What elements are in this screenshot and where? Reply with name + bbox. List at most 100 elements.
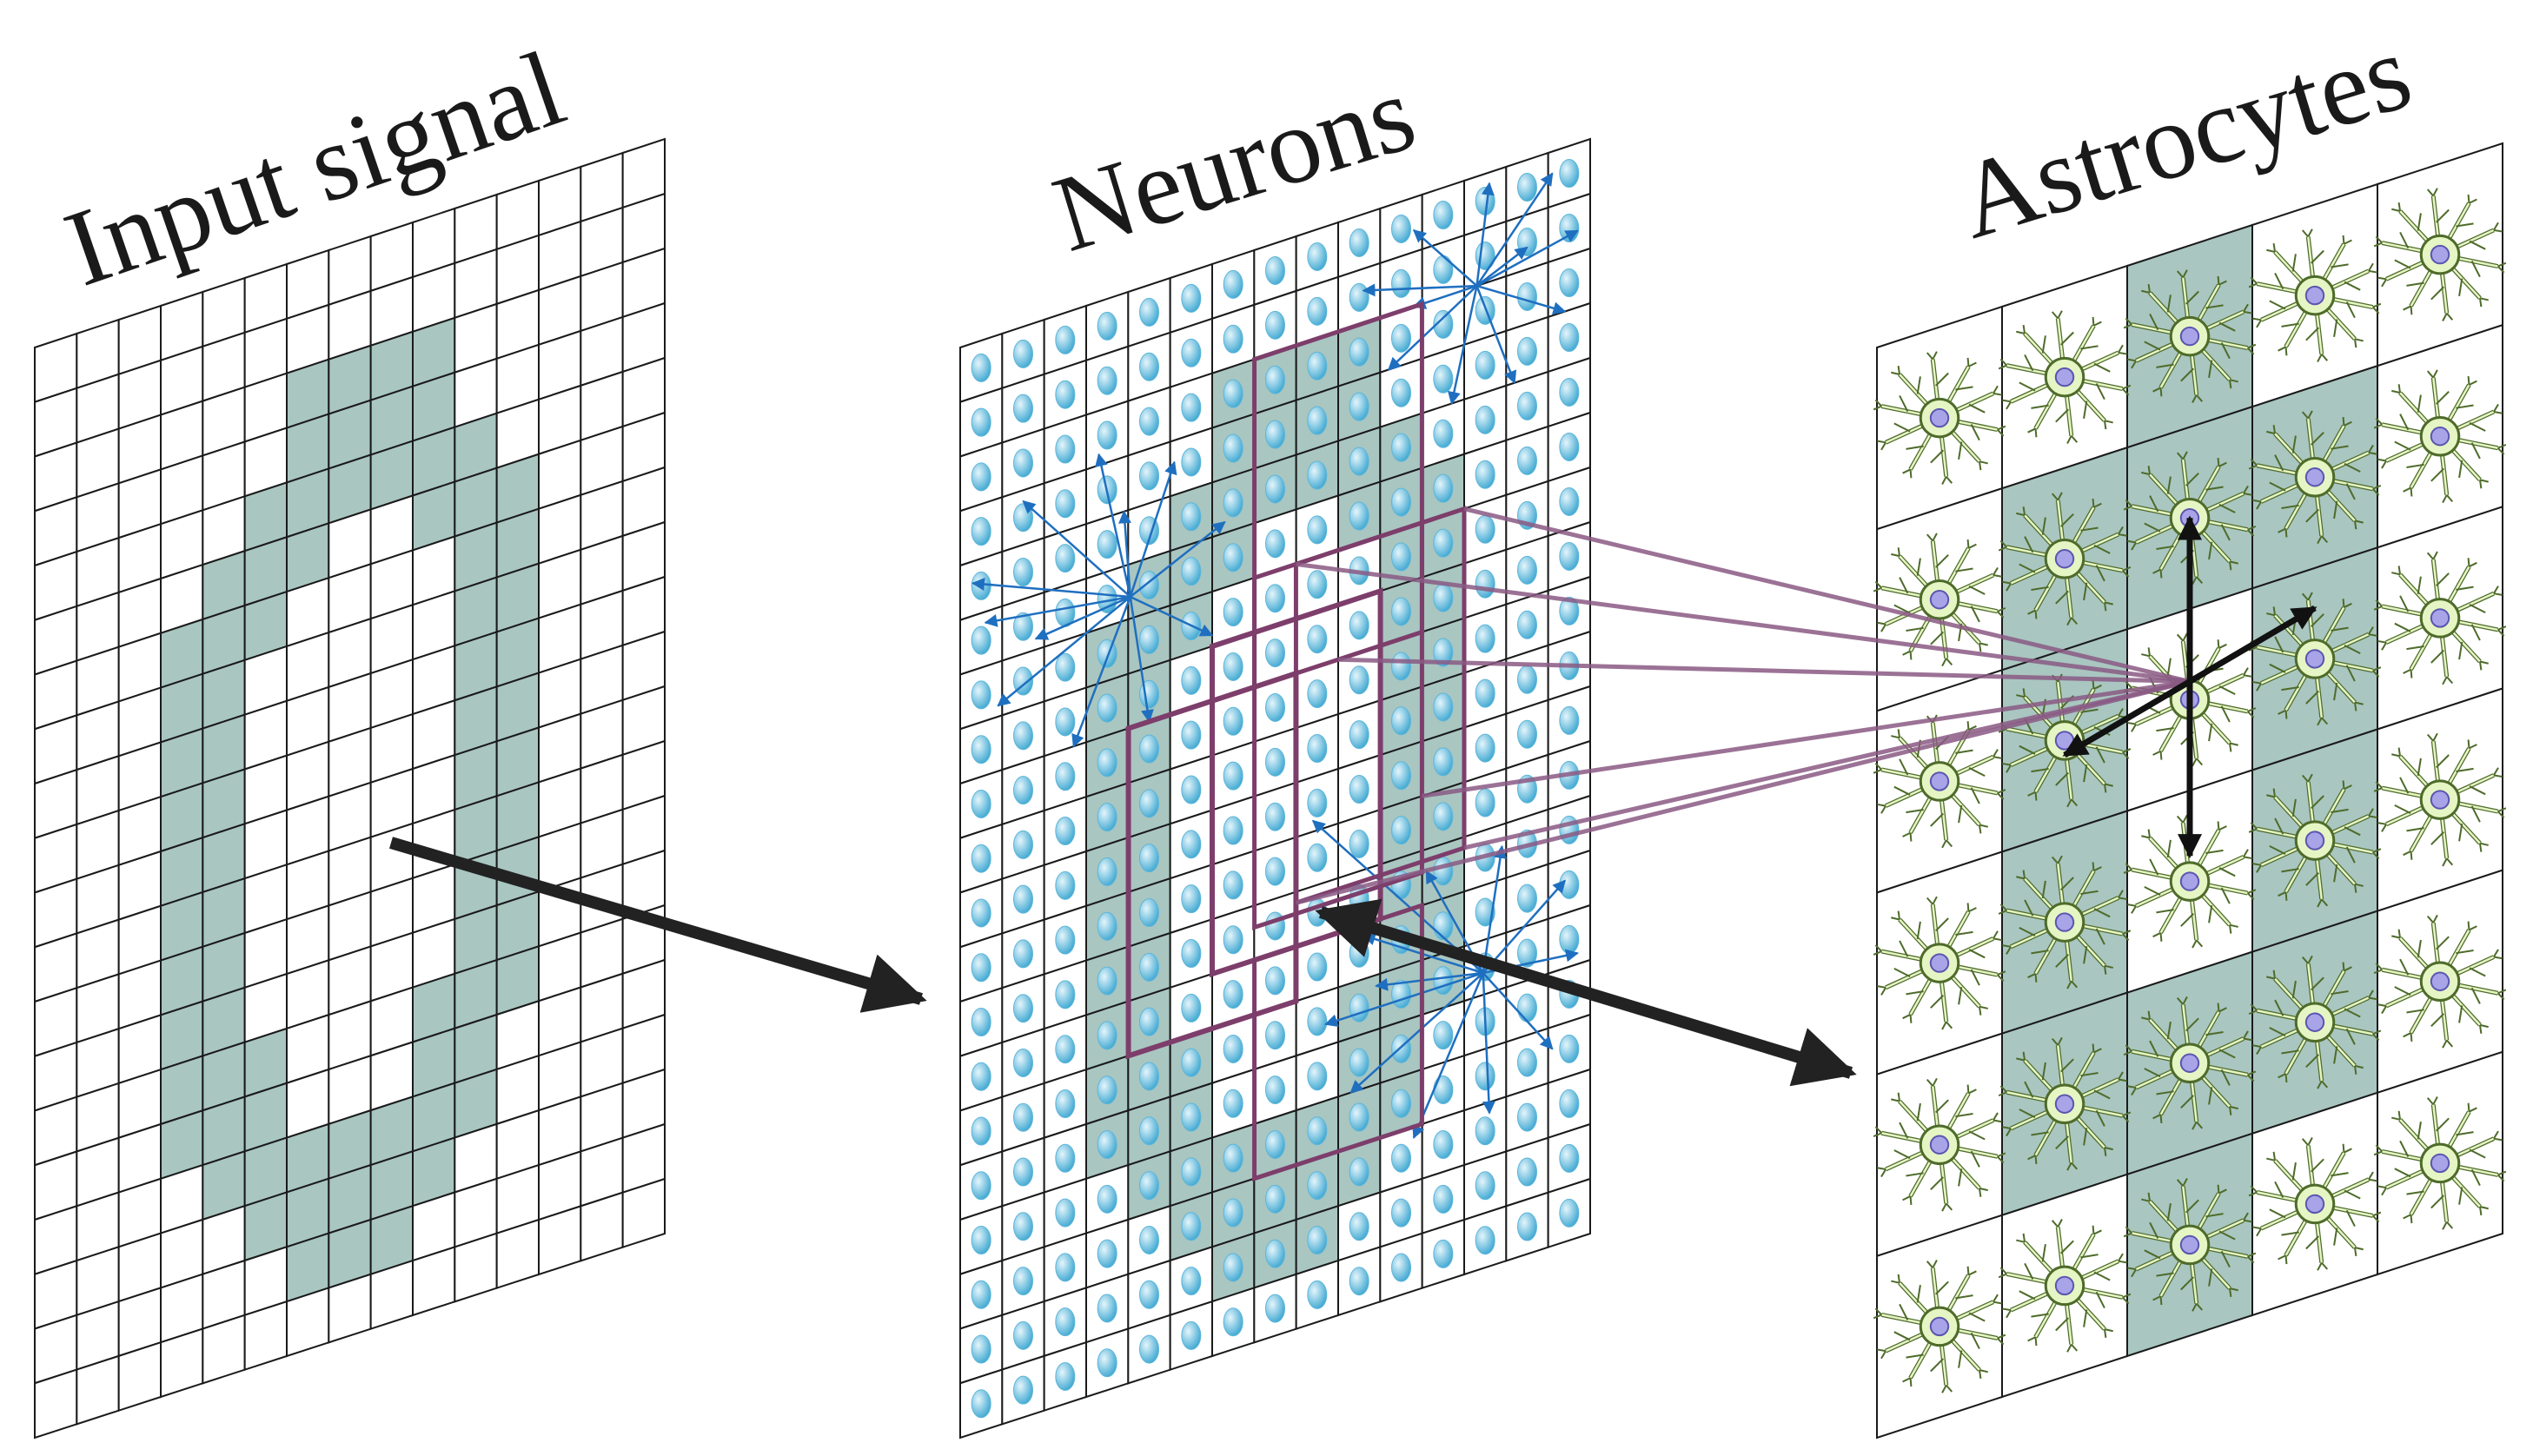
astrocyte-icon xyxy=(2248,228,2382,362)
astrocyte-link-line xyxy=(1422,679,2191,798)
neuron-icon xyxy=(1181,993,1202,1023)
neuron-icon xyxy=(1391,542,1411,572)
neuron-connection-arrow xyxy=(1362,283,1477,297)
neuron-icon xyxy=(1307,1171,1328,1201)
neuron-icon xyxy=(1139,352,1159,381)
astrocyte-icon xyxy=(2248,592,2382,726)
neuron-connection-arrow xyxy=(1071,596,1131,748)
neuron-icon xyxy=(1349,1157,1369,1187)
neuron-icon xyxy=(1265,1021,1285,1050)
neuron-icon xyxy=(1097,911,1117,941)
neuron-icon xyxy=(1265,584,1285,613)
neuron-icon xyxy=(1433,692,1454,722)
neuron-icon xyxy=(1391,816,1411,845)
neuron-icon xyxy=(1097,1239,1117,1268)
neuron-icon xyxy=(1139,1334,1159,1364)
astrocyte-link-line xyxy=(1296,561,2191,684)
astrocyte-nucleus xyxy=(1929,953,1950,973)
neuron-icon xyxy=(1475,405,1495,434)
neuron-connection-arrow xyxy=(1129,520,1226,598)
neuron-icon xyxy=(1433,473,1454,503)
neuron-icon xyxy=(1517,884,1537,913)
astrocyte-nucleus xyxy=(2054,1094,2075,1114)
neuron-icon xyxy=(1433,1129,1454,1159)
neuron-icon xyxy=(1517,281,1537,311)
neuron-icon xyxy=(1349,392,1369,421)
neuron-icon xyxy=(1013,1212,1033,1241)
astrocyte-icon xyxy=(1998,1219,2132,1353)
neuron-icon xyxy=(1265,857,1285,886)
neuron-icon xyxy=(1139,897,1159,927)
neuron-icon xyxy=(1559,1143,1580,1173)
astrocyte-icon xyxy=(1998,855,2132,989)
neuron-icon xyxy=(1391,433,1411,462)
neuron-icon xyxy=(1265,310,1285,340)
neuron-icon xyxy=(1097,693,1117,723)
neuron-icon xyxy=(1433,419,1454,448)
neuron-icon xyxy=(1391,378,1411,407)
neuron-icon xyxy=(1265,1294,1285,1323)
neuron-icon xyxy=(971,407,991,437)
neuron-connection-arrow xyxy=(1022,500,1131,598)
astrocyte-nucleus xyxy=(2430,427,2450,447)
astrocyte-nucleus xyxy=(2430,1153,2450,1174)
neuron-icon xyxy=(1307,1007,1328,1036)
astrocyte-nucleus xyxy=(2304,1012,2325,1032)
neuron-icon xyxy=(1433,528,1454,558)
astrocyte-icon xyxy=(2373,914,2507,1049)
neuron-icon xyxy=(971,844,991,873)
neuron-icon xyxy=(1055,870,1076,900)
neuron-icon xyxy=(1433,583,1454,612)
neuron-icon xyxy=(1391,487,1411,517)
astrocyte-nucleus xyxy=(2430,790,2450,810)
astrocyte-icon xyxy=(2123,996,2257,1130)
neuron-icon xyxy=(1013,1267,1033,1296)
neuron-icon xyxy=(1055,817,1076,846)
astrocyte-icon xyxy=(2373,732,2507,867)
neuron-icon xyxy=(1517,1212,1537,1241)
neuron-icon xyxy=(1391,268,1411,298)
neuron-icon xyxy=(1349,829,1369,858)
neuron-icon xyxy=(1013,1320,1033,1350)
neuron-icon xyxy=(1055,434,1076,464)
neuron-icon xyxy=(1391,597,1411,626)
neuron-icon xyxy=(1097,530,1117,559)
neuron-icon xyxy=(1307,679,1328,709)
astrocyte-icon xyxy=(1998,492,2132,626)
neuron-connection-arrow xyxy=(1034,595,1131,640)
neuron-icon xyxy=(971,353,991,382)
astrocyte-link-line xyxy=(1463,506,2191,684)
neuron-icon xyxy=(1181,775,1202,804)
astrocyte-nucleus xyxy=(2430,608,2450,628)
neuron-icon xyxy=(1517,555,1537,585)
neuron-icon xyxy=(1139,789,1159,818)
neuron-icon xyxy=(1181,1157,1202,1187)
neuron-icon xyxy=(1391,1089,1411,1118)
neuron-icon xyxy=(1055,1089,1076,1118)
neuron-icon xyxy=(1223,269,1243,299)
neuron-icon xyxy=(1265,255,1285,285)
astrocyte-nucleus xyxy=(2430,971,2450,991)
neuron-icon xyxy=(971,571,991,600)
neuron-icon xyxy=(1307,570,1328,599)
neuron-icon xyxy=(1097,311,1117,341)
neuron-icon xyxy=(1223,761,1243,791)
neuron-icon xyxy=(1097,1021,1117,1050)
neuron-icon xyxy=(1223,1089,1243,1118)
neuron-icon xyxy=(1517,336,1537,366)
astrocyte-nucleus xyxy=(1929,590,1950,610)
neuron-icon xyxy=(1223,379,1243,408)
neuron-icon xyxy=(1349,611,1369,640)
neuron-icon xyxy=(1181,884,1202,914)
astrocyte-link-line xyxy=(1337,657,2191,684)
astrocyte-nucleus xyxy=(2179,1053,2200,1073)
neuron-icon xyxy=(1223,598,1243,627)
neuron-icon xyxy=(1265,1129,1285,1159)
astrocyte-icon xyxy=(2123,269,2257,403)
neuron-icon xyxy=(1013,1102,1033,1132)
neuron-icon xyxy=(1223,925,1243,955)
neuron-connection-arrow xyxy=(1475,285,1517,385)
neuron-icon xyxy=(1181,283,1202,313)
neuron-icon xyxy=(1433,857,1454,886)
